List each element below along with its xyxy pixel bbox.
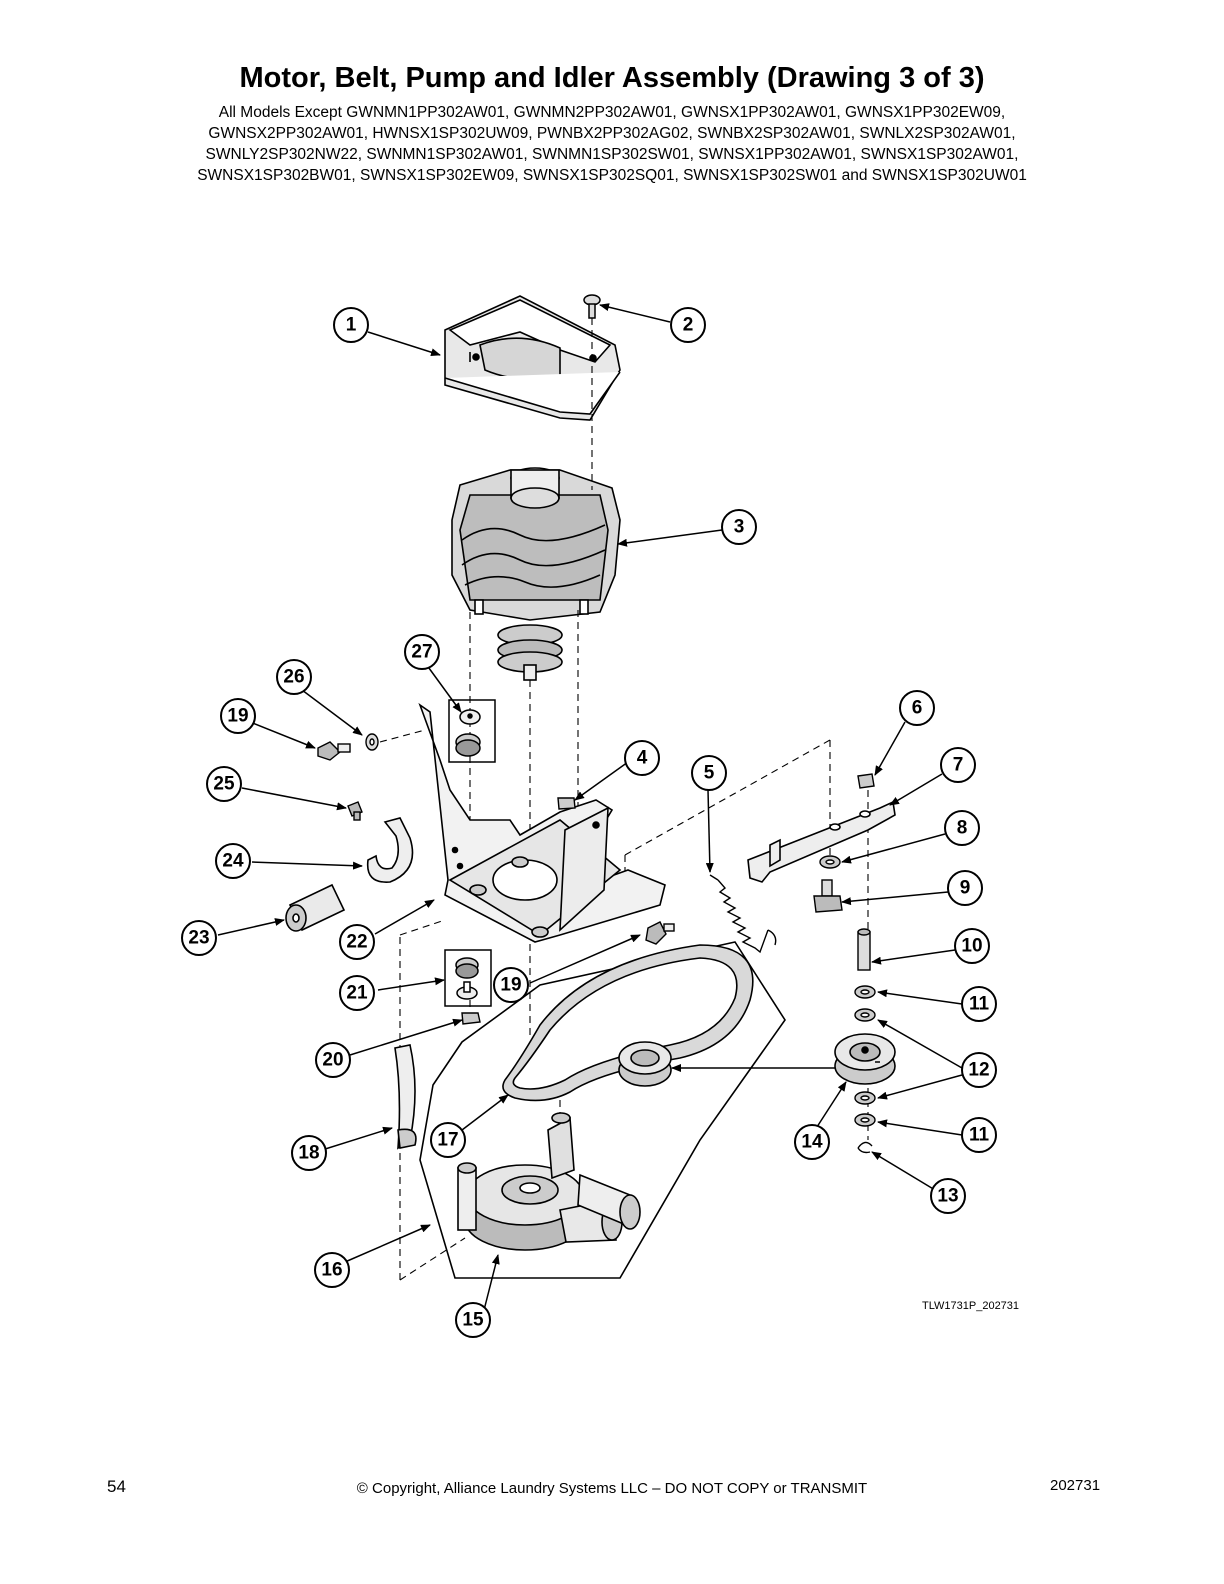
callout-24: [215, 843, 251, 879]
callout-23: [181, 920, 217, 956]
callout-3: [721, 509, 757, 545]
callout-8: [944, 810, 980, 846]
callout-19-b: [493, 967, 529, 1003]
grommet-kit-27: [448, 699, 496, 763]
motor-cover: [444, 295, 621, 421]
callout-number: 5: [704, 763, 715, 784]
callout-number: 11: [969, 1125, 990, 1146]
belt-guard-clip-18: [394, 1044, 417, 1150]
drive-belt-17: [502, 944, 754, 1102]
callout-number: 14: [801, 1132, 823, 1153]
callout-number: 23: [188, 928, 209, 949]
nut-20: [461, 1012, 481, 1025]
callout-number: 7: [953, 755, 964, 776]
model-exclusion-list: All Models Except GWNMN1PP302AW01, GWNMN…: [110, 102, 1114, 186]
callout-number: 24: [222, 851, 244, 872]
callout-number: 1: [346, 315, 357, 336]
callout-19: [220, 698, 256, 734]
callout-12: [961, 1052, 997, 1088]
callout-11: [961, 986, 997, 1022]
bolt-19-lower: [645, 921, 675, 945]
water-pump-15: [457, 1112, 641, 1251]
model-list-line: GWNSX2PP302AW01, HWNSX1SP302UW09, PWNBX2…: [208, 125, 1016, 142]
callout-20: [315, 1042, 351, 1078]
motor-mounting-bracket: [418, 702, 666, 943]
model-list-line: SWNLY2SP302NW22, SWNMN1SP302AW01, SWNMN1…: [205, 146, 1019, 163]
callout-4: [624, 740, 660, 776]
washer-stack: [854, 985, 876, 1154]
capacitor-23: [285, 883, 346, 932]
callout-9: [947, 870, 983, 906]
idler-spring-5: [709, 874, 777, 954]
copyright-notice: © Copyright, Alliance Laundry Systems LL…: [356, 1480, 868, 1497]
callout-2: [670, 307, 706, 343]
callout-number: 17: [437, 1130, 458, 1151]
page-number: 54: [107, 1477, 126, 1496]
callout-25: [206, 766, 242, 802]
callout-number: 20: [322, 1050, 343, 1071]
model-list-line: SWNSX1SP302BW01, SWNSX1SP302EW09, SWNSX1…: [197, 167, 1027, 184]
callout-number: 12: [968, 1060, 989, 1081]
callout-22: [339, 924, 375, 960]
nut-6: [857, 773, 875, 789]
callout-18: [291, 1135, 327, 1171]
callout-14: [794, 1124, 830, 1160]
clamp-24: [366, 817, 414, 883]
callout-number: 25: [213, 774, 235, 795]
document-number: 202731: [1050, 1477, 1101, 1494]
belt-shield-16: [419, 941, 786, 1279]
callout-21: [339, 975, 375, 1011]
callout-number: 13: [937, 1186, 958, 1207]
callout-number: 8: [957, 818, 968, 839]
callout-number: 18: [298, 1143, 319, 1164]
callout-number: 15: [462, 1310, 484, 1331]
screw-25: [347, 801, 363, 821]
callout-7: [940, 747, 976, 783]
callout-number: 26: [283, 667, 304, 688]
callout-10: [954, 928, 990, 964]
washer-8: [819, 855, 841, 869]
callout-number: 16: [321, 1260, 342, 1281]
bolt-9: [813, 879, 843, 913]
washer-26: [365, 733, 379, 751]
callout-number: 4: [637, 748, 648, 769]
idler-shaft-10: [857, 928, 871, 971]
callout-number: 6: [912, 698, 923, 719]
grommet-kit-21: [444, 949, 492, 1007]
callout-number: 11: [969, 994, 990, 1015]
figure-id: TLW1731P_202731: [922, 1300, 1019, 1312]
callout-17: [430, 1122, 466, 1158]
callout-number: 2: [683, 315, 694, 336]
leader-lines: [217, 303, 963, 1319]
callout-number: 27: [411, 642, 432, 663]
idler-arm-7: [747, 800, 896, 883]
callout-numbers: 1 2 3 4 5 6 7 8 9 10 11 12 13 14 15 16 1…: [188, 315, 989, 1331]
callout-number: 19: [227, 706, 248, 727]
model-list-line: All Models Except GWNMN1PP302AW01, GWNMN…: [218, 104, 1006, 121]
callout-6: [899, 690, 935, 726]
callout-5: [691, 755, 727, 791]
idler-pulley-14: [618, 1033, 896, 1087]
callout-11-b: [961, 1117, 997, 1153]
cover-screw: [583, 294, 601, 319]
callout-15: [455, 1302, 491, 1338]
callout-number: 3: [734, 517, 745, 538]
bolt-19: [317, 741, 351, 761]
callout-number: 19: [500, 975, 521, 996]
callout-number: 21: [346, 983, 368, 1004]
callout-27: [404, 634, 440, 670]
nut-4: [557, 797, 576, 810]
callout-13: [930, 1178, 966, 1214]
callout-26: [276, 659, 312, 695]
page-title: Motor, Belt, Pump and Idler Assembly (Dr…: [239, 62, 985, 94]
callout-1: [333, 307, 369, 343]
callout-number: 10: [961, 936, 982, 957]
drive-motor: [451, 467, 621, 681]
callout-number: 22: [346, 932, 367, 953]
callout-number: 9: [960, 878, 971, 899]
callout-bubbles: [181, 307, 997, 1338]
callout-16: [314, 1252, 350, 1288]
